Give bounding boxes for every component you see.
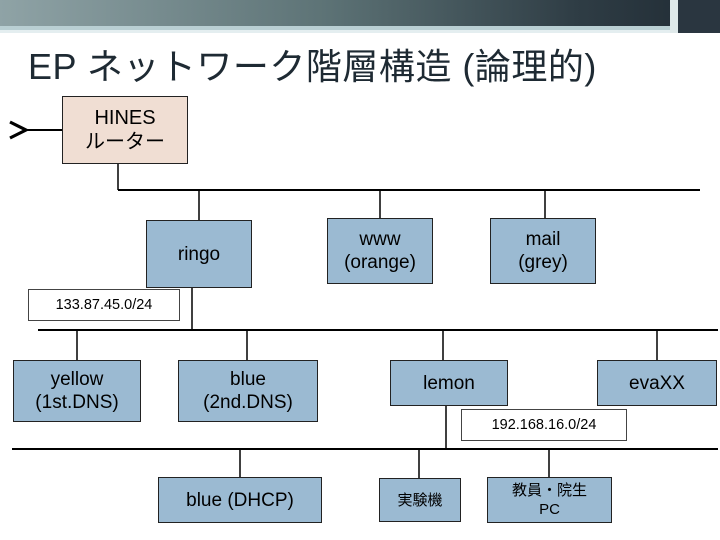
node-ringo: ringo bbox=[146, 220, 252, 288]
node-blue-dns: blue (2nd.DNS) bbox=[178, 360, 318, 422]
node-blue-dns-label: blue (2nd.DNS) bbox=[203, 369, 293, 413]
node-kyoin-pc: 教員・院生 PC bbox=[487, 477, 612, 523]
corner-decoration bbox=[670, 0, 720, 33]
header-stripe-light bbox=[0, 30, 720, 33]
node-yellow: yellow (1st.DNS) bbox=[13, 360, 141, 422]
node-evaxx-label: evaXX bbox=[629, 372, 685, 394]
node-mail: mail (grey) bbox=[490, 218, 596, 284]
node-hines-router: HINES ルーター bbox=[62, 96, 188, 164]
node-lemon-label: lemon bbox=[423, 372, 475, 394]
subnet-label-lower: 192.168.16.0/24 bbox=[461, 409, 627, 441]
node-kyoin-pc-label: 教員・院生 PC bbox=[511, 482, 587, 518]
node-blue-dhcp-label: blue (DHCP) bbox=[186, 489, 294, 511]
subnet-label-upper: 133.87.45.0/24 bbox=[28, 289, 180, 321]
subnet-lower-text: 192.168.16.0/24 bbox=[491, 417, 597, 433]
header-bar bbox=[0, 0, 720, 26]
node-blue-dhcp: blue (DHCP) bbox=[158, 477, 322, 523]
node-www-label: www (orange) bbox=[344, 229, 416, 273]
node-evaxx: evaXX bbox=[597, 360, 717, 406]
node-www: www (orange) bbox=[327, 218, 433, 284]
header-stripe bbox=[0, 26, 720, 30]
node-jikkenki: 実験機 bbox=[379, 478, 461, 522]
node-jikkenki-label: 実験機 bbox=[397, 491, 443, 509]
slide-title: EP ネットワーク階層構造 (論理的) bbox=[28, 46, 597, 87]
node-lemon: lemon bbox=[390, 360, 508, 406]
subnet-upper-text: 133.87.45.0/24 bbox=[55, 297, 153, 313]
node-ringo-label: ringo bbox=[177, 243, 221, 265]
node-hines-label: HINES ルーター bbox=[85, 107, 165, 153]
node-yellow-label: yellow (1st.DNS) bbox=[35, 369, 119, 413]
node-mail-label: mail (grey) bbox=[518, 229, 568, 273]
